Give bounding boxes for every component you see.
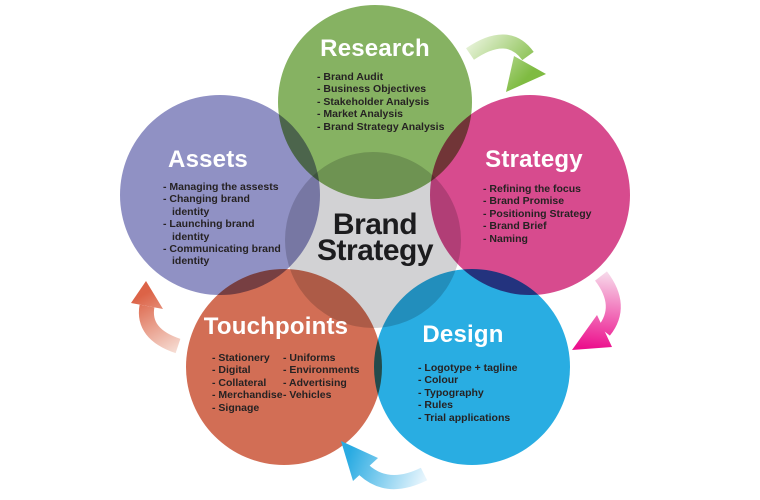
touchpoints-circle xyxy=(186,269,382,465)
assets-circle xyxy=(120,95,320,295)
arrow-touchpoints-to-assets-icon xyxy=(131,281,181,354)
research-circle xyxy=(278,5,472,199)
arrow-strategy-to-design-icon xyxy=(572,271,621,350)
arrow-design-to-touchpoints-icon xyxy=(341,441,428,490)
arrow-research-to-strategy-icon xyxy=(466,34,546,92)
design-circle xyxy=(374,269,570,465)
strategy-circle xyxy=(430,95,630,295)
